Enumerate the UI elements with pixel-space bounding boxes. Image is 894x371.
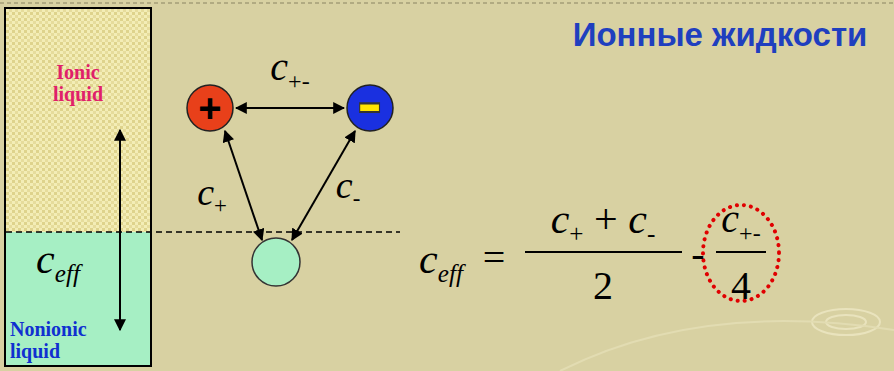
label-holder: 4 (731, 266, 751, 306)
cation-coefficient: c+ (197, 173, 227, 218)
label-holder: 2 (593, 266, 613, 306)
equals-sign: = (483, 238, 506, 278)
region-label: Nonionic liquid (10, 318, 110, 362)
anion-arrow (292, 131, 355, 240)
decor-curve (560, 321, 894, 371)
label-holder: - (691, 234, 704, 274)
fraction-bar (525, 251, 682, 253)
ion-pair-coefficient: c+- (270, 47, 309, 92)
nonionic-layer (6, 232, 150, 365)
slide-title: Ионные жидкости (573, 17, 868, 53)
interaction-arrow (236, 107, 344, 109)
formula-denominator: 2 (593, 266, 613, 306)
slide-border (0, 3, 894, 4)
title-holder: Ионные жидкости (573, 17, 868, 53)
neutral-molecule (252, 238, 300, 286)
nonionic-liquid-region: Nonionic liquid (6, 232, 150, 365)
cation-arrow (225, 131, 262, 240)
fraction-bar (716, 251, 766, 253)
formula-denominator: 4 (731, 266, 751, 306)
ion-sign: + (198, 88, 221, 128)
interface-line (6, 231, 400, 233)
ionic-liquid-region: Ionic liquid (6, 9, 150, 232)
ceff-arrow (119, 130, 121, 330)
region-label: Ionic liquid (30, 61, 126, 105)
minus-sign: - (691, 234, 704, 274)
ceff-symbol: ceff (36, 238, 80, 286)
vessel-outline (5, 8, 151, 366)
formula-numerator: c+- (721, 199, 760, 244)
label-holder: ceff (36, 238, 80, 286)
label-holder: c+ (197, 173, 227, 218)
ion-sign: − (358, 68, 381, 147)
anion-coefficient: c- (336, 166, 360, 211)
label-holder: c- (336, 166, 360, 211)
formula-numerator: c+ + c- (551, 198, 656, 246)
formula-ceff: ceff (419, 238, 463, 286)
anion-circle: − (346, 84, 394, 132)
ion-fill (187, 85, 233, 131)
label-holder: = (483, 238, 506, 278)
label-holder: c+ + c- (551, 198, 656, 246)
label-holder: ceff (419, 238, 463, 286)
cation-circle: + (186, 84, 234, 132)
ionic-layer (6, 9, 150, 232)
edge-label-holder: c+- (270, 47, 309, 92)
label-holder: c+- (721, 199, 760, 244)
